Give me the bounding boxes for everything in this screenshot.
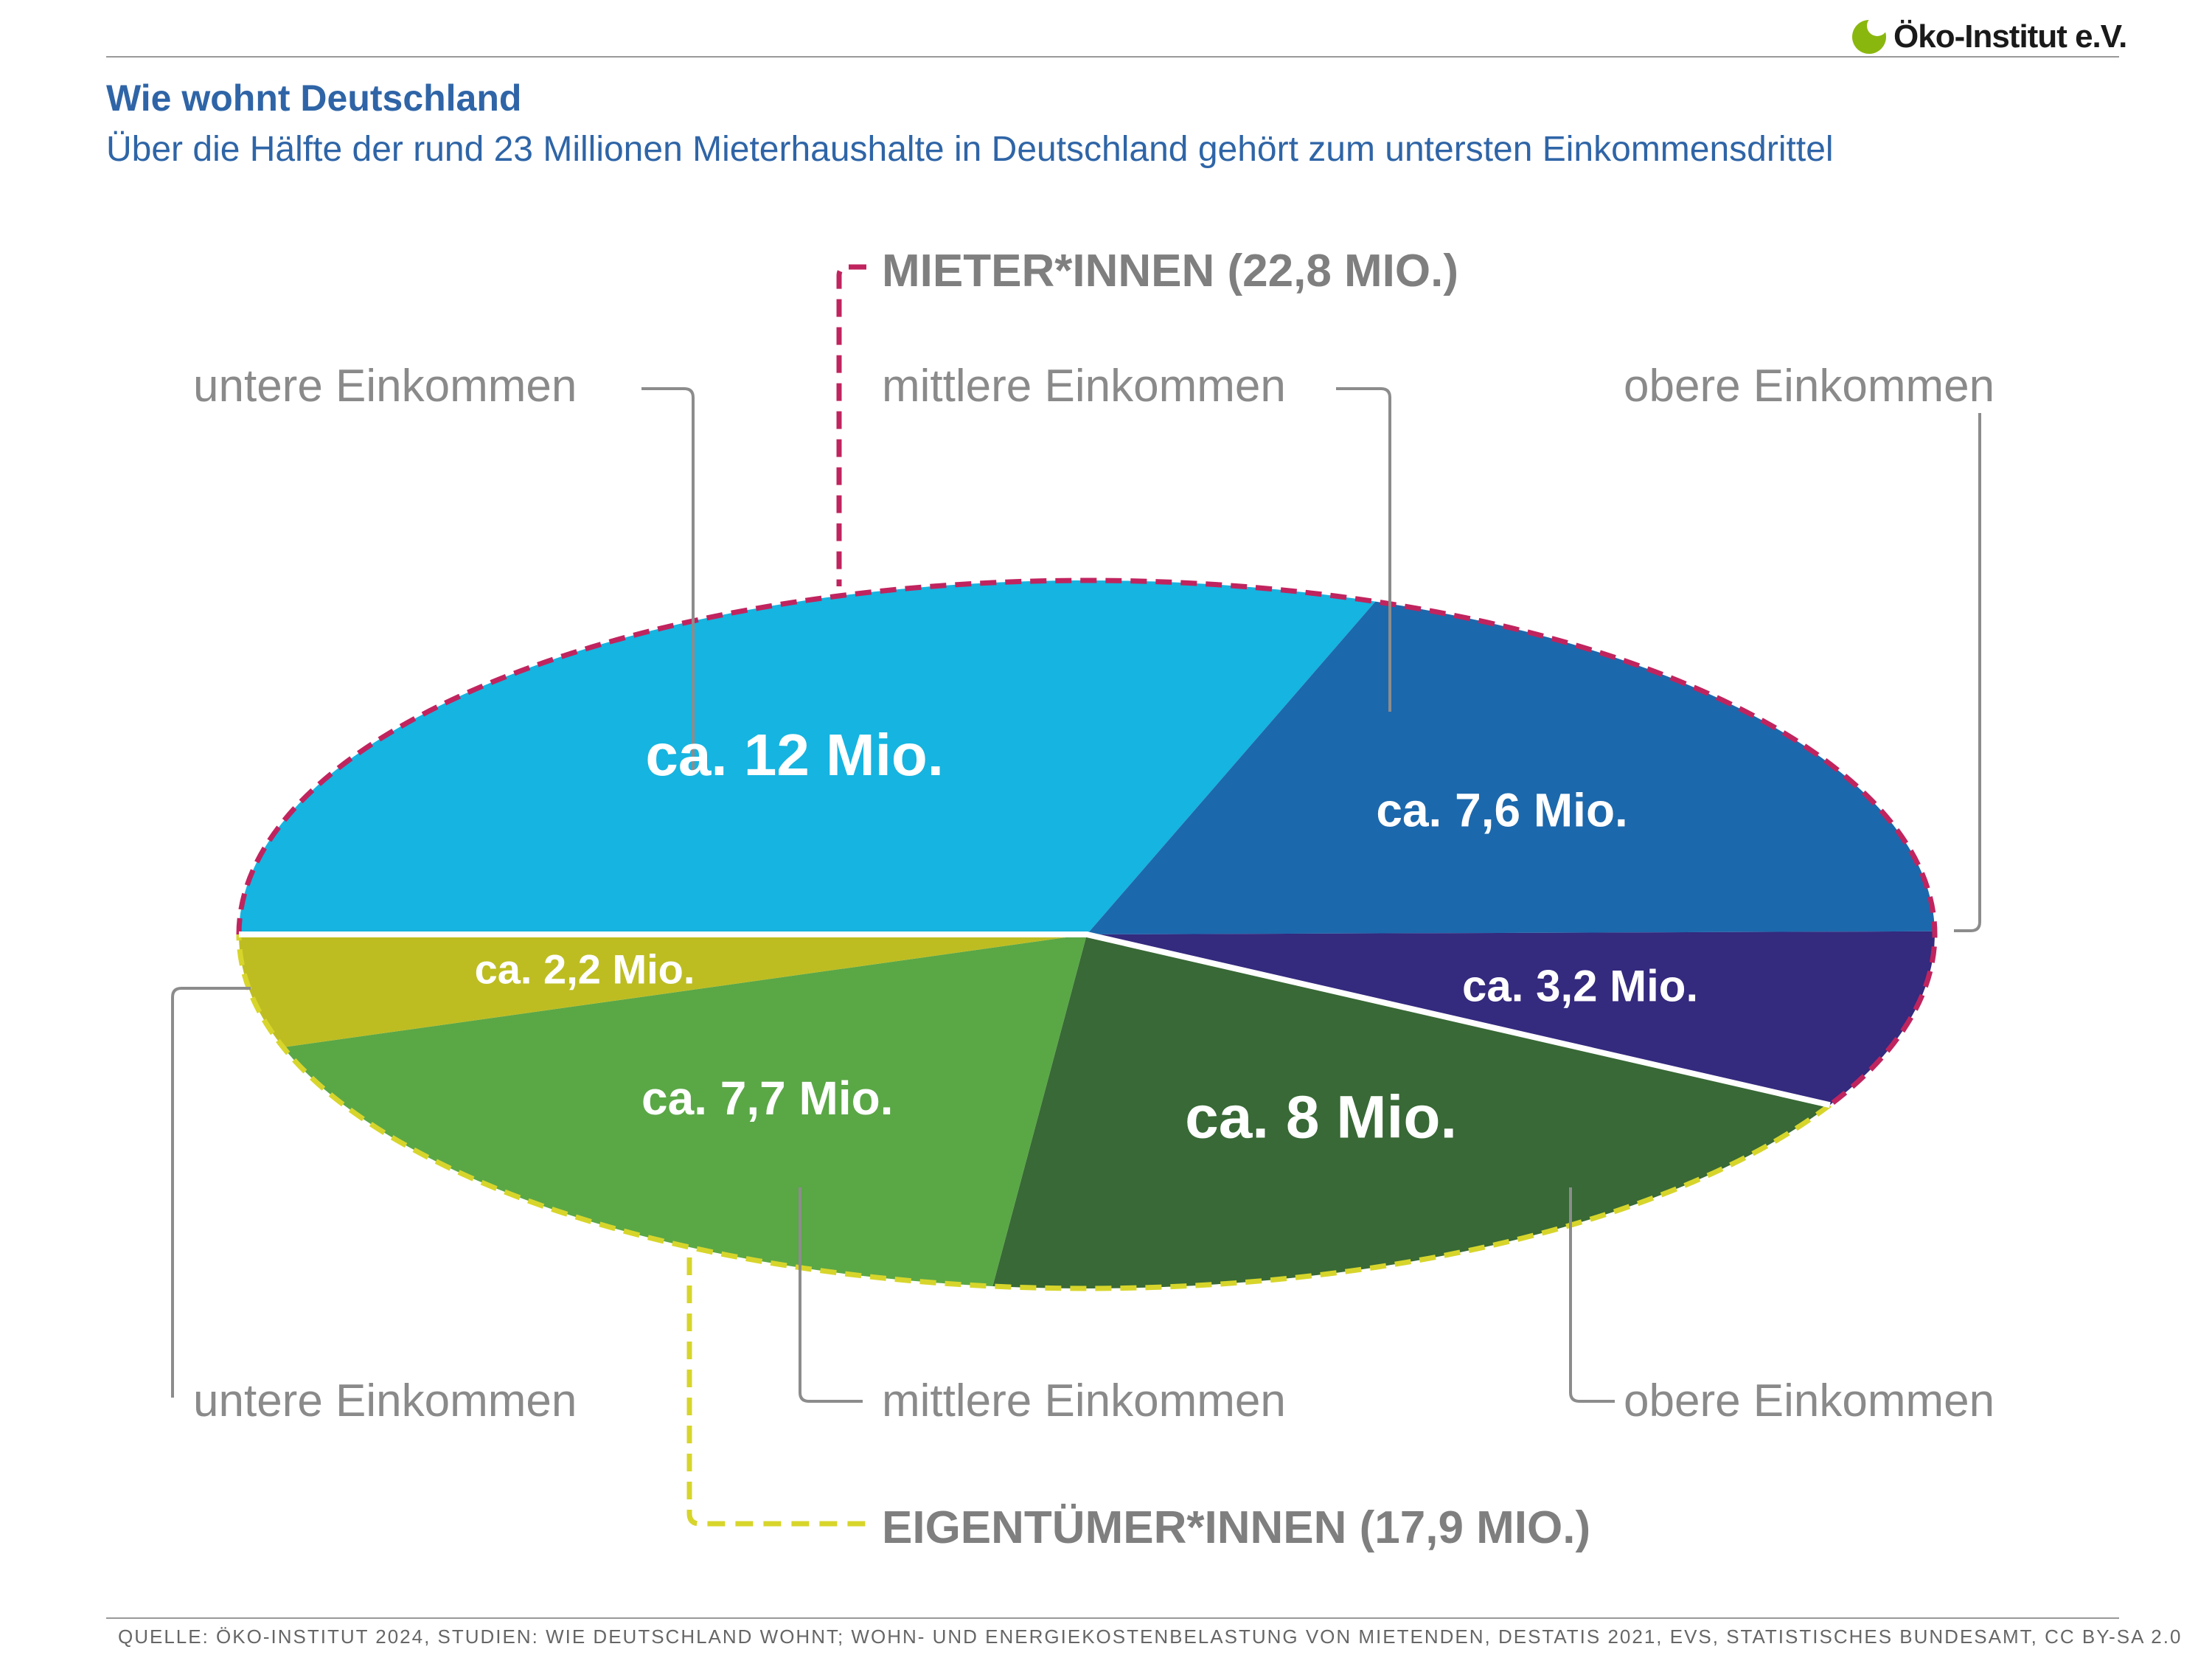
label-renters-high: obere Einkommen: [1624, 361, 1995, 412]
slice-renters-1: [1087, 601, 1935, 934]
value-label-renters-1: ca. 7,6 Mio.: [1376, 784, 1627, 837]
leader-owners-low: [171, 987, 251, 1398]
slice-owners-2: [992, 934, 1830, 1288]
header-rule: [106, 56, 2119, 58]
value-label-renters-0: ca. 12 Mio.: [645, 722, 944, 788]
logo: Öko-Institut e.V.: [1852, 15, 2127, 59]
source-note: QUELLE: ÖKO-INSTITUT 2024, STUDIEN: WIE …: [118, 1625, 2183, 1648]
page-title: Wie wohnt Deutschland: [106, 77, 522, 119]
owners-connector: [686, 1257, 874, 1527]
leader-owners-high: [1569, 1187, 1615, 1403]
leaf-icon: [1852, 15, 1888, 54]
value-label-owners-0: ca. 2,2 Mio.: [475, 946, 695, 993]
owners-border: [236, 934, 1832, 1291]
value-label-owners-1: ca. 7,7 Mio.: [641, 1072, 893, 1125]
leader-owners-mid: [799, 1187, 863, 1403]
label-renters-low: untere Einkommen: [193, 361, 577, 412]
renters-border: [236, 577, 1938, 1108]
leader-renters-low: [641, 387, 695, 771]
label-owners-high: obere Einkommen: [1624, 1375, 1995, 1426]
slice-renters-0: [239, 580, 1376, 934]
label-owners-low: untere Einkommen: [193, 1375, 577, 1426]
slice-renters-2: [1087, 931, 1935, 1106]
renters-group-label: MIETER*INNEN (22,8 MIO.): [882, 246, 1458, 296]
value-label-owners-2: ca. 8 Mio.: [1185, 1084, 1457, 1151]
leader-renters-mid: [1336, 387, 1391, 712]
logo-text: Öko-Institut e.V.: [1893, 18, 2127, 55]
label-owners-mid: mittlere Einkommen: [882, 1375, 1286, 1426]
leader-renters-high: [1954, 413, 1981, 932]
slice-owners-1: [282, 934, 1087, 1287]
value-label-renters-2: ca. 3,2 Mio.: [1462, 961, 1698, 1010]
half-divider: [239, 931, 1831, 1108]
renters-connector: [836, 264, 866, 586]
label-renters-mid: mittlere Einkommen: [882, 361, 1286, 412]
footer-rule: [106, 1617, 2119, 1619]
owners-group-label: EIGENTÜMER*INNEN (17,9 MIO.): [882, 1502, 1591, 1553]
slice-owners-0: [239, 934, 1087, 1047]
page-subtitle: Über die Hälfte der rund 23 Millionen Mi…: [106, 130, 1834, 169]
